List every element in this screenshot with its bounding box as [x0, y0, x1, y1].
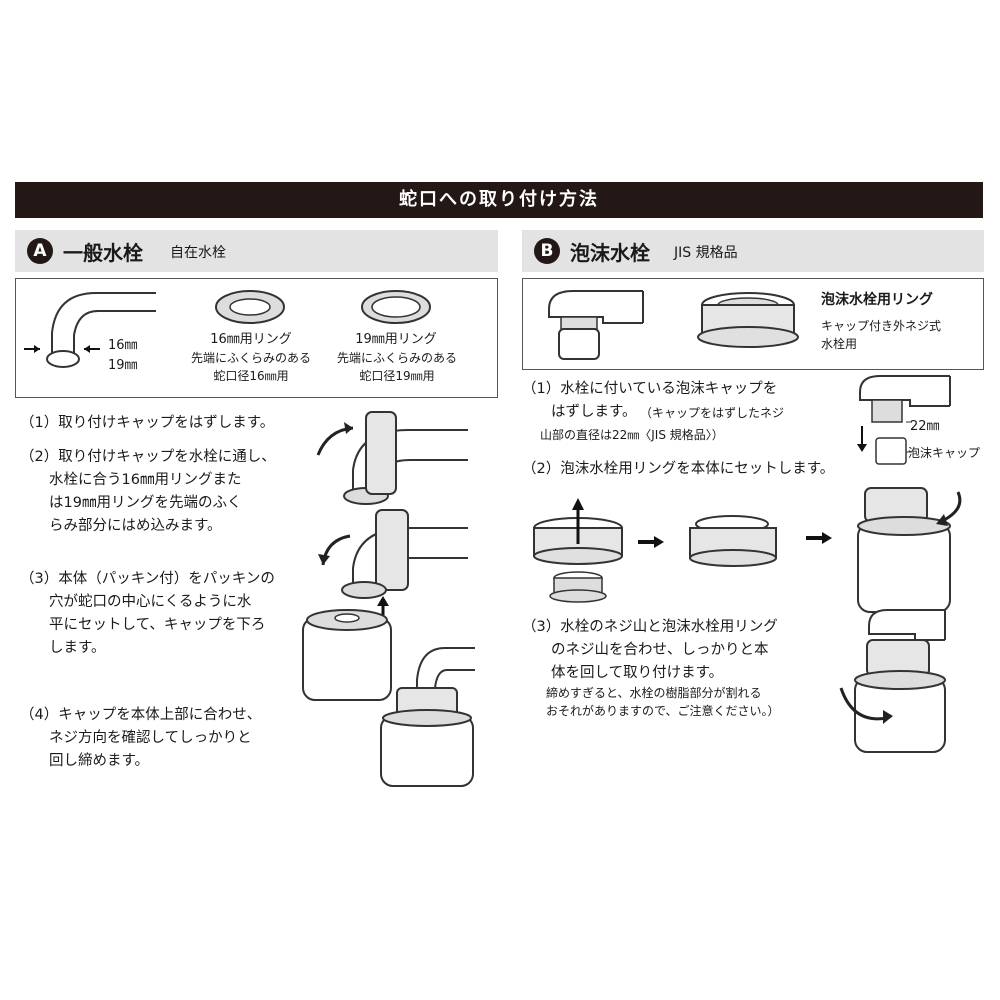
foam-ring-desc2: 水栓用 [821, 337, 858, 351]
a-step2-3-illustration [302, 509, 468, 701]
b-step-2: （2）泡沫水栓用リングを本体にセットします。 [522, 461, 835, 477]
ring-19-desc2: 蛇口径19㎜用 [359, 369, 435, 383]
foam-faucet-illustration [548, 290, 644, 360]
foam-ring-title: 泡沫水栓用リング [821, 292, 933, 308]
section-b-parts-box: 泡沫水栓用リング キャップ付き外ネジ式 水栓用 [522, 278, 984, 370]
b-step3-illustration [839, 609, 946, 753]
b-step-3: （3）水栓のネジ山と泡沫水栓用リング のネジ山を合わせ、しっかりと本 体を回して… [522, 619, 778, 681]
section-b-subtitle: JIS 規格品 [674, 245, 738, 261]
ring-16-icon [215, 290, 285, 324]
foam-ring-icon [697, 292, 799, 348]
a-step-4: （4）キャップを本体上部に合わせ、 ネジ方向を確認してしっかりと 回し締めます。 [20, 707, 262, 769]
dim-16-label: 16㎜ [108, 338, 138, 353]
section-a-header: A 一般水栓 自在水栓 [15, 230, 498, 272]
dim-22-label: 22㎜ [910, 419, 940, 434]
section-a-title: 一般水栓 [63, 241, 143, 265]
a-step-2: （2）取り付けキャップを水栓に通し、 水栓に合う16㎜用リングまた は19㎜用リ… [20, 449, 276, 534]
ring-16-desc1: 先端にふくらみのある [190, 351, 311, 365]
foam-cap-label: 泡沫キャップ [908, 446, 981, 460]
section-a-parts-box: 16㎜ 19㎜ 16㎜用リング 先端にふくらみのある 蛇口径16㎜用 19㎜用リ… [15, 278, 498, 398]
foam-ring-desc1: キャップ付き外ネジ式 [821, 319, 942, 333]
ring-16-title: 16㎜用リング [210, 332, 292, 347]
a-step4-illustration [380, 647, 475, 787]
b-step-3-note: 締めすぎると、水栓の樹脂部分が割れる おそれがありますので、ご注意ください。） [546, 686, 780, 718]
b-step-1-note: （キャップをはずしたネジ [640, 406, 785, 420]
section-a-subtitle: 自在水栓 [170, 245, 226, 261]
section-b-header: B 泡沫水栓 JIS 規格品 [522, 230, 984, 272]
b-step2-illustration [533, 487, 962, 613]
ring-16-desc2: 蛇口径16㎜用 [213, 369, 289, 383]
ring-19-icon [361, 290, 431, 324]
section-b-badge: B [534, 238, 560, 264]
ring-19-desc1: 先端にふくらみのある [336, 351, 457, 365]
b-step-1: （1）水栓に付いている泡沫キャップを はずします。 [522, 381, 778, 420]
b-step-1-note2: 山部の直径は22㎜〈JIS 規格品〉） [540, 428, 724, 442]
ring-19-title: 19㎜用リング [355, 332, 437, 347]
b-step1-illustration [857, 375, 951, 465]
a-step-3: （3）本体（パッキン付）をパッキンの 穴が蛇口の中心にくるように水 平にセットし… [20, 571, 275, 656]
section-b-title: 泡沫水栓 [570, 241, 650, 265]
faucet-pipe-illustration [24, 292, 156, 368]
a-step-1: （1）取り付けキャップをはずします。 [20, 415, 275, 431]
a-step1-illustration [316, 411, 468, 505]
dim-19-label: 19㎜ [108, 358, 138, 373]
page-title: 蛇口への取り付け方法 [15, 182, 983, 218]
section-a-badge: A [27, 238, 53, 264]
